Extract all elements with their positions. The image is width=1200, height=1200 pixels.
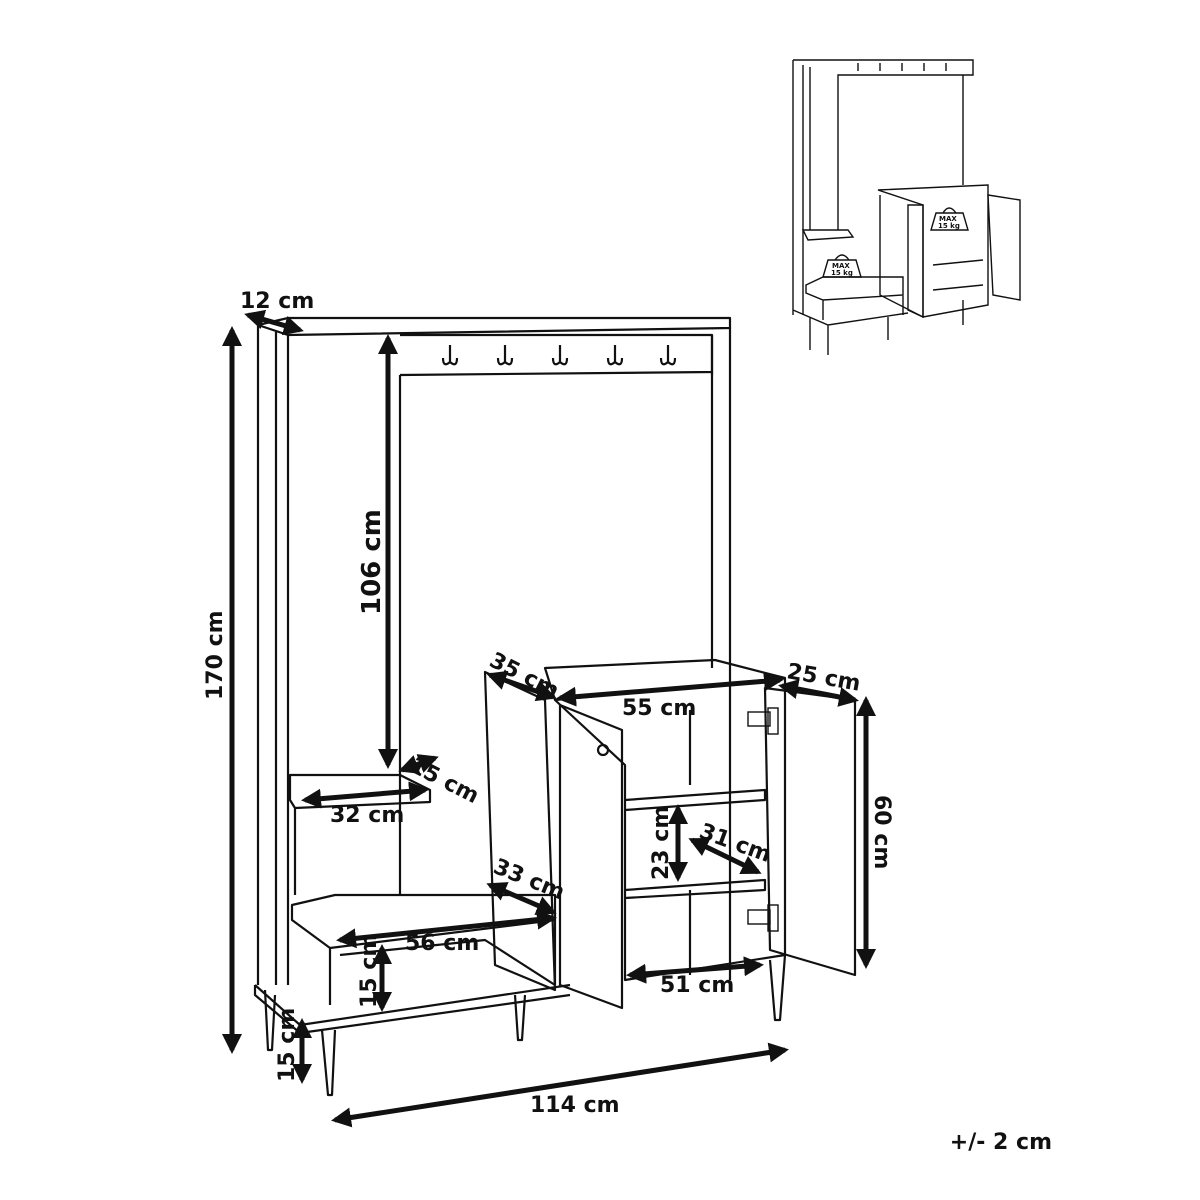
door-knob [596, 743, 610, 757]
cabinet-left-door [483, 670, 557, 992]
small-shelf [288, 773, 432, 895]
hall-stand-drawing [253, 316, 857, 1097]
label-bench-depth: 33 cm [490, 854, 568, 905]
label-total-width: 114 cm [530, 1093, 620, 1118]
label-total-height: 170 cm [203, 610, 228, 700]
weight-icon: MAX 15 kg [930, 207, 969, 231]
dimension-labels: 12 cm 170 cm 106 cm 15 cm 32 cm 35 cm 55… [203, 289, 894, 1118]
label-leg-height: 15 cm [275, 1008, 300, 1082]
weight-icon: MAX 15 kg [822, 254, 862, 278]
preview-weight-label-2: MAX [832, 262, 850, 270]
hook-panel [399, 333, 714, 377]
legs [263, 954, 787, 1097]
coat-hooks [441, 345, 677, 366]
label-bench-height: 15 cm [357, 934, 382, 1008]
label-cabinet-depth: 35 cm [485, 648, 563, 704]
tolerance-note: +/- 2 cm [949, 1130, 1052, 1155]
preview-weight-label-1: MAX [939, 215, 957, 223]
dimension-lines [222, 309, 876, 1128]
label-mirror-height: 106 cm [357, 509, 387, 615]
preview-hooks-icon [857, 63, 947, 71]
label-hook-rail-depth: 12 cm [240, 289, 314, 314]
label-inner-shelf-gap: 23 cm [649, 806, 674, 880]
top-rail [256, 316, 732, 337]
preview-thumbnail: MAX 15 kg MAX 15 kg [792, 59, 1021, 355]
left-post [256, 325, 290, 985]
label-shelf-width: 32 cm [330, 803, 404, 828]
hinge-icon [747, 707, 779, 932]
label-cabinet-height: 60 cm [869, 795, 894, 869]
label-shelf-depth: 15 cm [405, 753, 483, 809]
preview-weight-value-1: 15 kg [938, 222, 960, 230]
preview-weight-value-2: 15 kg [831, 269, 853, 277]
label-inner-width: 51 cm [660, 973, 734, 998]
label-bench-width: 56 cm [405, 931, 479, 956]
cabinet-shelves [624, 710, 767, 975]
label-cabinet-width: 55 cm [622, 696, 696, 721]
